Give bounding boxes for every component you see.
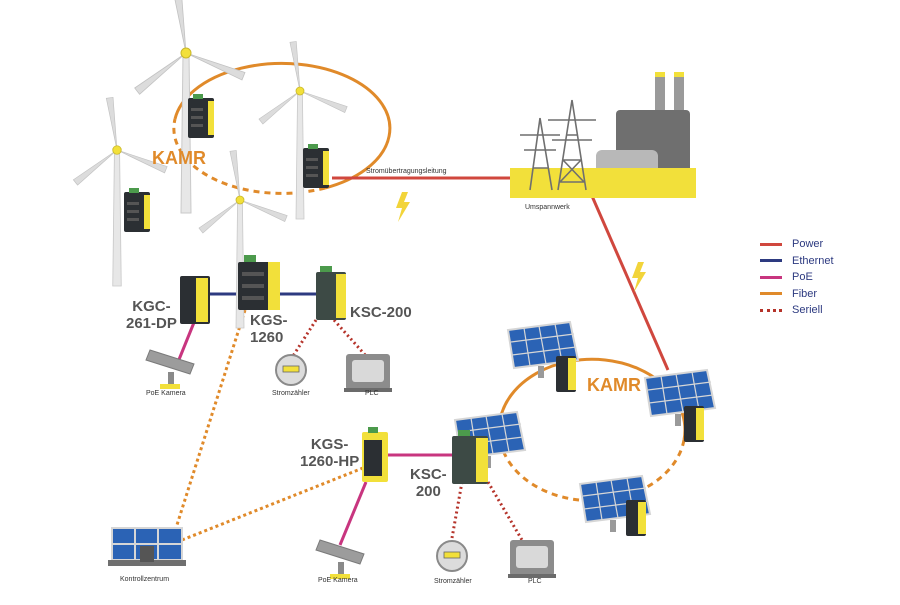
legend-item-fiber: Fiber [760,286,834,303]
control-center-label: Kontrollzentrum [120,576,170,583]
legend-item-poe: PoE [760,269,834,286]
meter-top-label: Stromzähler [272,390,310,397]
legend-label-power: Power [792,238,824,251]
camera-icon [315,539,365,580]
plc-top-label: PLC [365,390,379,397]
lightning-icon [632,262,646,292]
legend-swatch-power [760,242,782,246]
legend-item-serial: Seriell [760,302,834,319]
legend-label-poe: PoE [792,271,813,284]
substation-label: Umspannwerk [525,204,570,211]
fiber-control-bottom [181,464,369,542]
kgs-top-label-line1: KGS- [250,312,288,329]
kgs-hp-label-line2: 1260-HP [300,453,360,470]
kgc-label: KGC- 261-DP [126,298,177,332]
lightning-icon [396,192,410,222]
serial-plc-bottom [486,481,524,541]
legend-item-ethernet: Ethernet [760,253,834,270]
kgs-hp-label-line1: KGS- [310,436,349,453]
kgs-1260-hp-switch[interactable] [362,427,388,482]
kgc-label-line1: KGC- [132,298,171,315]
legend-label-ethernet: Ethernet [792,254,834,267]
kgc-label-line2: 261-DP [126,315,177,332]
ksc-bottom-label-line1: KSC- [410,466,447,483]
fiber-ring-top-dashed [172,118,326,195]
ring-label-top: KAMR [152,148,206,168]
industrial-switch-icon[interactable] [684,406,704,442]
meter-icon [275,354,307,386]
legend-swatch-fiber [760,292,782,296]
ksc-bottom-label: KSC- 200 [410,466,447,500]
ksc-200-bottom-device[interactable] [452,430,488,484]
serial-plc-top [332,319,368,357]
monitor-icon [108,527,186,566]
industrial-switch-icon[interactable] [303,144,329,188]
ring-label-right: KAMR [587,375,641,395]
camera-icon [145,349,195,390]
kgs-top-label: KGS- 1260 [250,312,288,346]
ksc-top-label: KSC-200 [350,304,412,321]
ksc-bottom-label-line2: 200 [415,483,441,500]
ksc-200-top-device[interactable] [316,266,346,320]
legend-swatch-serial [760,308,782,312]
industrial-switch-icon[interactable] [626,500,646,536]
legend-item-power: Power [760,236,834,253]
poe-cam-top-label: PoE Kamera [146,390,186,397]
wind-turbine-icon [72,96,168,287]
legend: Power Ethernet PoE Fiber Seriell [760,236,834,319]
plc-icon [344,354,392,392]
transmission-tower-icon [520,99,596,191]
kgc-261-dp-switch[interactable] [180,276,210,324]
plc-bottom-label: PLC [528,578,542,585]
industrial-switch-icon[interactable] [556,356,576,392]
industrial-switch-icon[interactable] [188,94,214,138]
serial-meter-top [291,319,318,357]
kgs-1260-switch[interactable] [238,255,280,310]
serial-meter-bottom [450,481,464,539]
kgs-top-label-line2: 1260 [250,329,284,346]
poe-cam-bottom-label: PoE Kamera [318,577,358,584]
legend-swatch-poe [760,275,782,279]
power-line-label: Stromübertragungsleitung [366,168,447,175]
legend-label-fiber: Fiber [792,287,818,300]
solar-panel-icon [644,369,716,427]
legend-label-serial: Seriell [792,304,823,317]
meter-bottom-label: Stromzähler [434,578,472,585]
fiber-ring-top [173,61,392,190]
poe-cam-bottom [338,481,368,546]
industrial-switch-icon[interactable] [124,188,150,232]
power-line-right [590,195,670,371]
power-plant-icon [510,72,696,198]
wind-turbine-icon [258,41,348,220]
meter-icon [436,540,468,572]
legend-swatch-ethernet [760,259,782,263]
plc-icon [508,540,556,578]
poe-cam-top [176,319,197,363]
fiber-control-top [174,309,247,529]
kgs-hp-label: KGS- 1260-HP [300,436,359,470]
